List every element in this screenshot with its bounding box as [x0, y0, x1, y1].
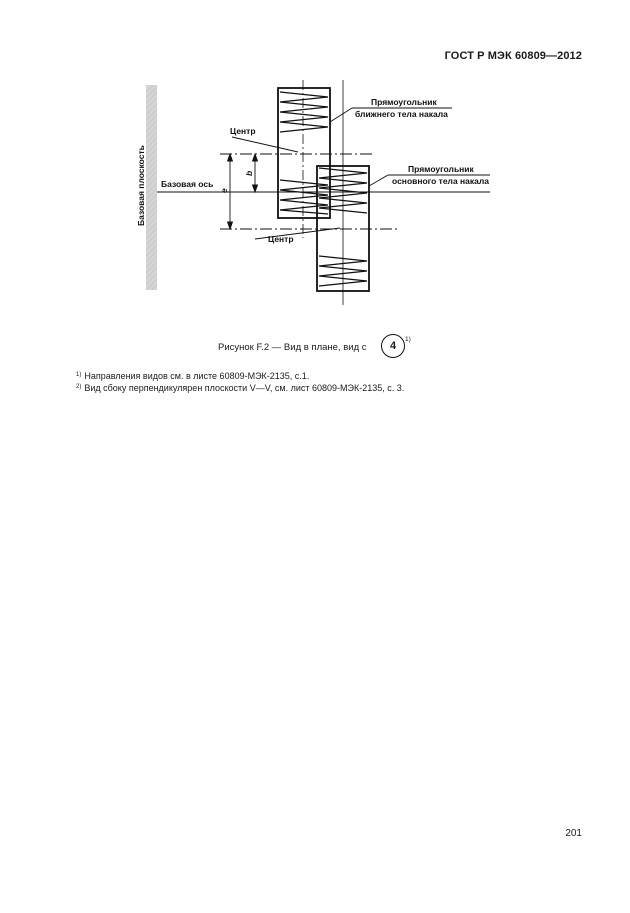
document-header: ГОСТ Р МЭК 60809—2012	[444, 50, 582, 62]
label-dim-e: e	[219, 188, 229, 193]
label-center-top: Центр	[230, 126, 256, 136]
label-base-axis: Базовая ось	[161, 179, 213, 189]
figure-caption: Рисунок F.2 — Вид в плане, вид с	[218, 342, 367, 353]
caption-footnote-ref: 1)	[405, 336, 411, 343]
near-filament-coils	[279, 91, 329, 215]
footnote-1-text: Направления видов см. в листе 60809-МЭК-…	[84, 371, 310, 381]
footnote-2-text: Вид сбоку перпендикулярен плоскости V—V,…	[84, 383, 405, 393]
dimension-b	[251, 152, 259, 194]
label-base-plane: Базовая плоскость	[136, 145, 146, 226]
main-filament-rect	[316, 165, 370, 292]
view-direction-circle: 4	[381, 334, 405, 358]
leader-lines	[231, 107, 490, 240]
near-filament-rect	[277, 87, 331, 219]
label-rect-near-line2: ближнего тела накала	[355, 109, 448, 119]
label-dim-b: b	[244, 171, 254, 176]
view-direction-number: 4	[389, 340, 397, 352]
label-center-bottom: Центр	[268, 234, 294, 244]
footnote-2: 2)Вид сбоку перпендикулярен плоскости V—…	[76, 383, 404, 393]
main-filament-coils	[318, 167, 368, 287]
label-rect-main-line1: Прямоугольник	[408, 164, 475, 174]
footnote-1: 1)Направления видов см. в листе 60809-МЭ…	[76, 371, 309, 381]
dimension-e	[226, 152, 234, 231]
label-rect-near-line1: Прямоугольник	[371, 97, 438, 107]
page-number: 201	[565, 828, 582, 839]
base-plane-strip	[146, 85, 157, 290]
footnote-2-mark: 2)	[76, 384, 82, 390]
label-rect-main-line2: основного тела накала	[392, 176, 489, 186]
footnote-1-mark: 1)	[76, 372, 82, 378]
